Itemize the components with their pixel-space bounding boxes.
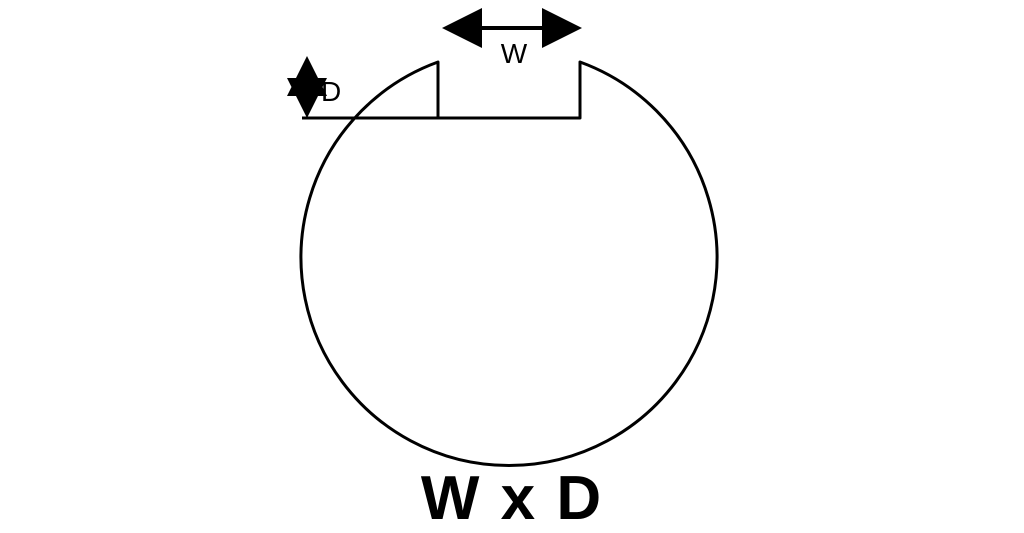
shaft-outline <box>299 60 719 467</box>
width-label: W <box>501 38 528 69</box>
diagram-caption: W x D <box>420 464 604 533</box>
depth-label: D <box>321 76 341 107</box>
